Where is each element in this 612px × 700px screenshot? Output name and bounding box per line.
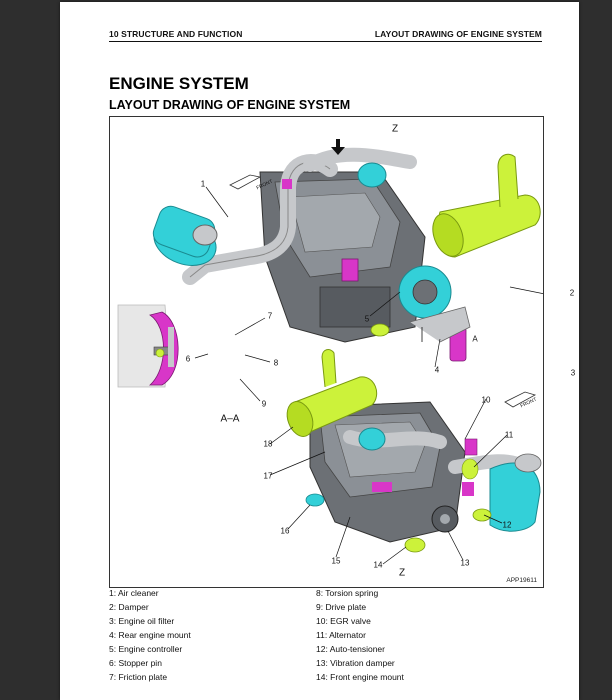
- section-aa-detail: [117, 304, 179, 388]
- view-marker-z-bottom: Z: [398, 567, 406, 579]
- callout-3: 3: [570, 368, 576, 378]
- callout-2: 2: [569, 288, 575, 298]
- leader-lines: [194, 186, 543, 565]
- callout-16: 16: [280, 526, 290, 536]
- callout-17: 17: [263, 471, 273, 481]
- legend-item: 7: Friction plate: [109, 672, 168, 682]
- callout-4: 4: [434, 365, 440, 375]
- legend-item: 3: Engine oil filter: [109, 616, 175, 626]
- running-header-section: 10 STRUCTURE AND FUNCTION: [109, 29, 243, 39]
- lower-engine-view: [286, 349, 542, 553]
- callout-15: 15: [331, 556, 341, 566]
- section-marker-a: A: [472, 334, 478, 344]
- callout-13: 13: [460, 558, 470, 568]
- view-marker-z-top: Z: [391, 123, 399, 135]
- callout-9: 9: [261, 399, 267, 409]
- callout-10: 10: [481, 395, 491, 405]
- legend-item: 14: Front engine mount: [316, 672, 404, 682]
- callout-5: 5: [364, 314, 370, 324]
- callout-1: 1: [200, 179, 206, 189]
- callout-6: 6: [185, 354, 191, 364]
- legend-item: 12: Auto-tensioner: [316, 644, 385, 654]
- layout-drawing-figure: Z Z A A–A FRONT FRONT 1 2 3 4 5 6 7 8 9 …: [109, 116, 575, 588]
- legend-item: 4: Rear engine mount: [109, 630, 191, 640]
- muffler-shape: [432, 153, 541, 258]
- legend-item: 10: EGR valve: [316, 616, 371, 626]
- figure-code: APP19611: [506, 577, 537, 584]
- callout-12: 12: [502, 520, 512, 530]
- page-subtitle: LAYOUT DRAWING OF ENGINE SYSTEM: [109, 98, 351, 112]
- legend-item: 6: Stopper pin: [109, 658, 162, 668]
- callout-18: 18: [263, 439, 273, 449]
- callout-14: 14: [373, 560, 383, 570]
- callout-8: 8: [273, 358, 279, 368]
- callout-11: 11: [504, 430, 514, 440]
- callout-7: 7: [267, 311, 273, 321]
- legend-item: 1: Air cleaner: [109, 588, 159, 598]
- manual-page: 10 STRUCTURE AND FUNCTION LAYOUT DRAWING…: [60, 2, 579, 700]
- engine-illustration: [117, 139, 543, 565]
- header-rule: [109, 41, 542, 42]
- parts-legend: 1: Air cleaner 8: Torsion spring 2: Damp…: [109, 588, 543, 682]
- legend-item: 2: Damper: [109, 602, 149, 612]
- upper-engine-view: [152, 139, 541, 362]
- legend-item: 8: Torsion spring: [316, 588, 379, 598]
- air-cleaner-shape: [152, 205, 218, 266]
- section-label-aa: A–A: [220, 413, 240, 425]
- running-header-topic: LAYOUT DRAWING OF ENGINE SYSTEM: [374, 29, 542, 39]
- page-title: ENGINE SYSTEM: [109, 74, 249, 93]
- legend-item: 13: Vibration damper: [316, 658, 395, 668]
- legend-item: 5: Engine controller: [109, 644, 183, 654]
- legend-item: 9: Drive plate: [316, 602, 367, 612]
- legend-item: 11: Alternator: [316, 630, 366, 640]
